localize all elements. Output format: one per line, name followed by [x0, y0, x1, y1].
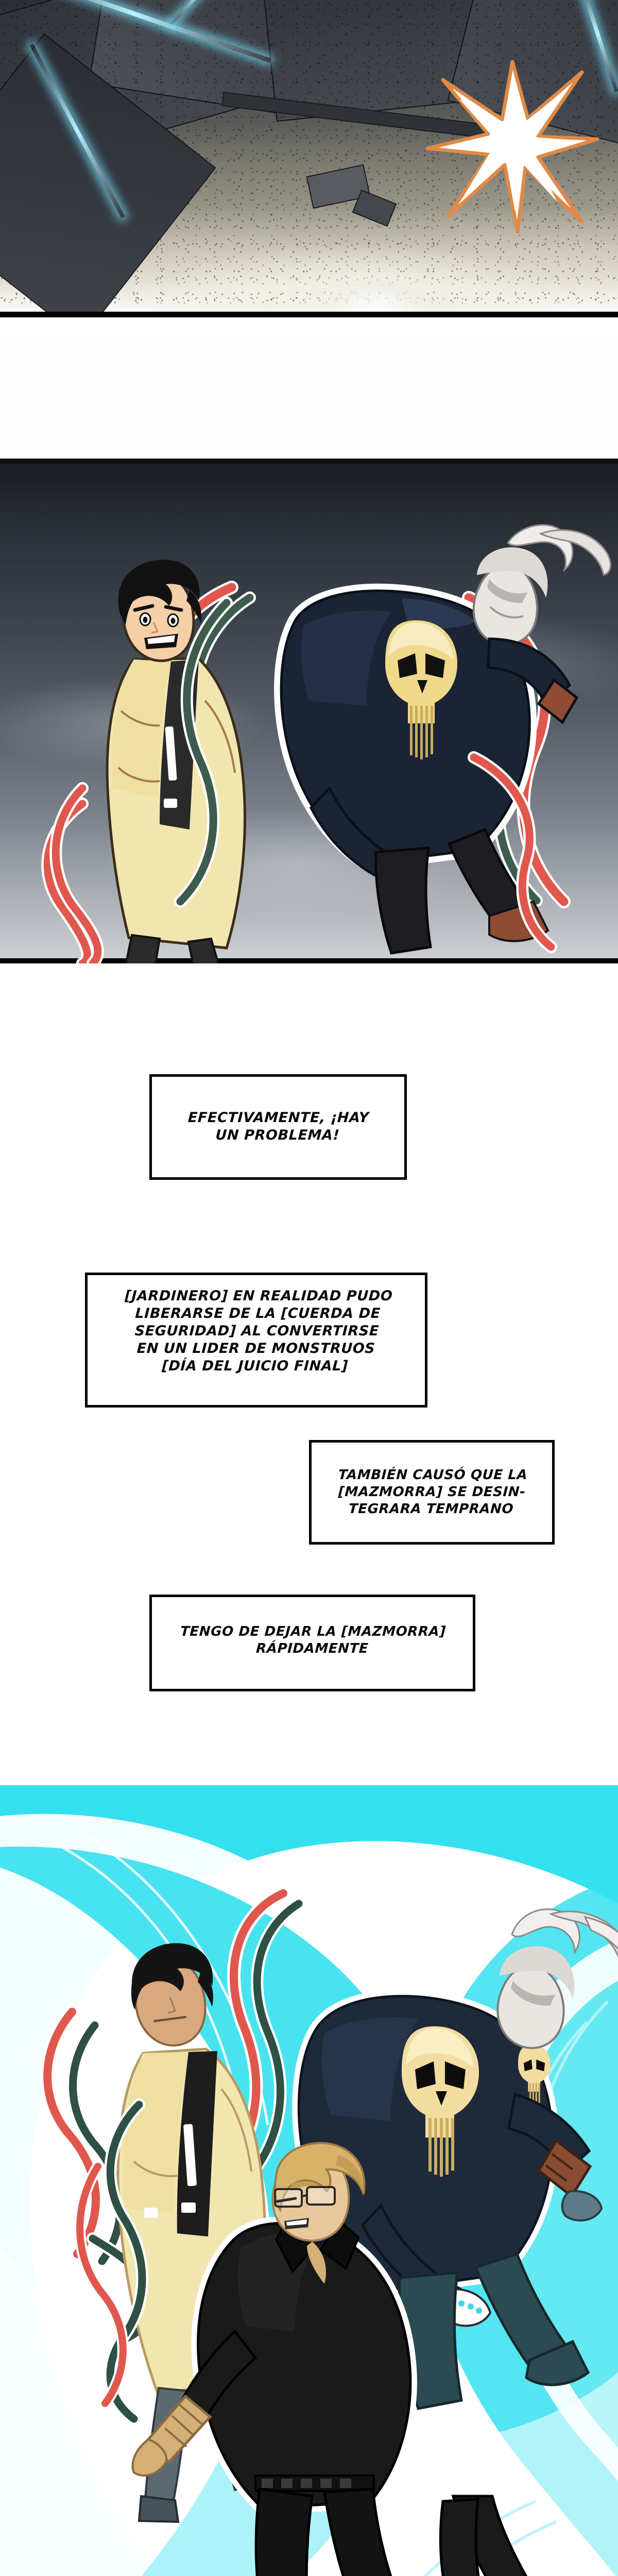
caption-text: EFECTIVAMENTE, ¡HAY UN PROBLEMA! — [187, 1110, 370, 1144]
caption-box-1: EFECTIVAMENTE, ¡HAY UN PROBLEMA! — [149, 1074, 407, 1180]
panel-1-ruined-terrain — [0, 0, 618, 317]
panel-3-vortex-trio: 腾讯动漫 — [0, 1785, 618, 2576]
impact-flash-icon — [425, 60, 599, 234]
caption-box-3: TAMBIÉN CAUSÓ QUE LA [MAZMORRA] SE DESIN… — [309, 1440, 555, 1545]
rope-tendrils-front — [31, 597, 608, 963]
character-dark-haired-hero — [57, 556, 324, 963]
panel-gap — [0, 317, 618, 335]
caption-text: TAMBIÉN CAUSÓ QUE LA [MAZMORRA] SE DESIN… — [337, 1467, 528, 1517]
horizon-line — [0, 459, 618, 464]
panel-2-upper-white — [0, 335, 618, 461]
character-dark-haired-hero-vortex — [82, 1935, 324, 2523]
caption-text: [JARDINERO] EN REALIDAD PUDO LIBERARSE D… — [124, 1287, 393, 1375]
panel-divider — [0, 312, 618, 317]
character-white-haired-skull-jacket-vortex — [258, 1888, 618, 2543]
character-blond-glasses-man — [131, 2142, 474, 2576]
character-white-haired-skull-jacket — [247, 510, 612, 963]
character-leg-extended — [422, 2495, 597, 2576]
caption-box-4: TENGO DE DEJAR LA [MAZMORRA] RÁPIDAMENTE — [149, 1595, 475, 1691]
caption-text: TENGO DE DEJAR LA [MAZMORRA] RÁPIDAMENTE — [180, 1624, 447, 1656]
rope-tendrils-vortex-front — [62, 2098, 350, 2465]
panel-divider — [0, 958, 618, 963]
caption-box-2: [JARDINERO] EN REALIDAD PUDO LIBERARSE D… — [85, 1273, 427, 1408]
dust-cloud — [268, 163, 484, 317]
panel-2-leaping-duo — [0, 335, 618, 963]
